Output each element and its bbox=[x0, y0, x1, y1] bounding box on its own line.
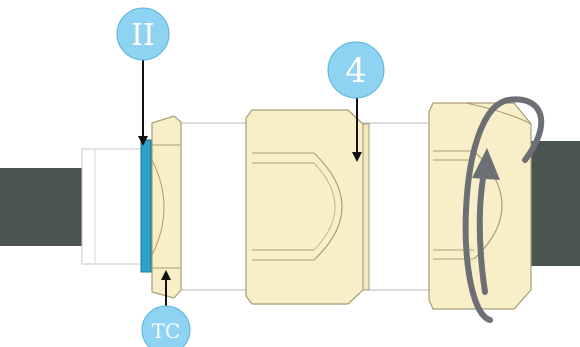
locknut bbox=[151, 115, 182, 299]
right-cable bbox=[527, 141, 580, 266]
locknut-facet-curve bbox=[151, 159, 165, 256]
dome-nut-4-facet-lines bbox=[252, 152, 314, 261]
left-cable bbox=[0, 168, 85, 246]
callout-ii-label: II bbox=[131, 18, 155, 53]
cap-nut-top-curve bbox=[465, 102, 532, 125]
callout-ii: II bbox=[116, 7, 170, 146]
rotation-arrow bbox=[462, 96, 545, 323]
seal-ring bbox=[140, 139, 152, 273]
callout-4-label: 4 bbox=[345, 51, 367, 91]
callout-ii-bubble bbox=[116, 7, 170, 61]
callout-tc-label: TC bbox=[152, 319, 181, 343]
gland-body-front bbox=[81, 148, 143, 265]
dome-nut-4-dome-curve bbox=[313, 152, 343, 261]
callout-4: 4 bbox=[327, 41, 385, 162]
cap-nut-facet-lines bbox=[433, 150, 474, 260]
dome-nut-4 bbox=[245, 109, 364, 305]
callout-4-bubble bbox=[327, 41, 385, 99]
callout-tc: TC bbox=[141, 270, 191, 347]
dome-nut-4-flange bbox=[362, 123, 370, 291]
rotation-arrowhead bbox=[472, 148, 500, 180]
callout-tc-bubble bbox=[141, 305, 191, 347]
dome-nut-4-dome-curve-inner bbox=[313, 162, 336, 251]
